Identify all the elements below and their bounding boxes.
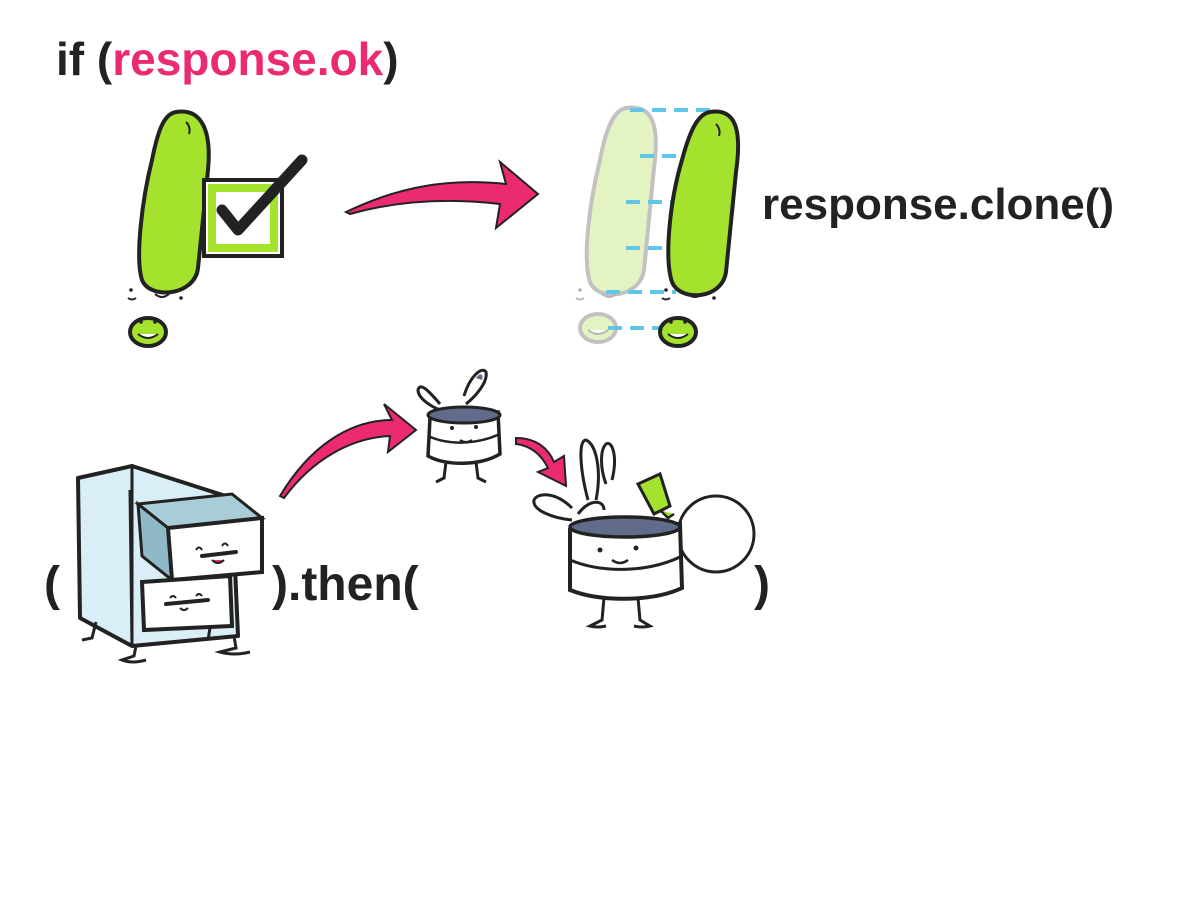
response-ok-expression: response.ok bbox=[112, 33, 384, 85]
checkbox-check-icon bbox=[202, 154, 308, 258]
can-icon bbox=[416, 368, 502, 484]
response-exclamation-icon bbox=[127, 109, 211, 348]
clone-exclamation-icon bbox=[658, 109, 741, 348]
filing-cabinet-icon bbox=[76, 464, 266, 664]
if-keyword: if ( bbox=[56, 33, 113, 85]
bunny-ears-icon bbox=[416, 368, 488, 412]
arrow-icon bbox=[515, 436, 568, 488]
condition-line: if (response.ok) bbox=[56, 32, 399, 86]
can-icon bbox=[532, 438, 756, 629]
if-close-paren: ) bbox=[383, 33, 399, 85]
then-method: ).then( bbox=[272, 558, 419, 611]
open-paren: ( bbox=[44, 558, 60, 611]
arrow-icon bbox=[278, 403, 418, 500]
ghost-clone-icon bbox=[575, 105, 658, 344]
clone-label: response.clone() bbox=[762, 180, 1115, 229]
bunny-ears-icon bbox=[532, 438, 616, 522]
close-paren: ) bbox=[754, 558, 770, 611]
arrow-icon bbox=[343, 159, 540, 231]
